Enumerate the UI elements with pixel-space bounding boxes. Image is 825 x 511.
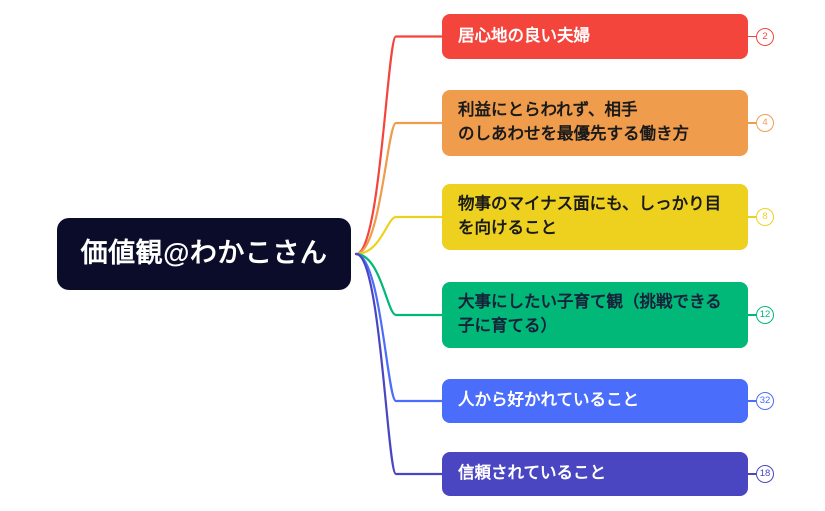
- branch-badge-6[interactable]: 18: [756, 465, 774, 483]
- branch-badge-4[interactable]: 12: [756, 306, 774, 324]
- branch-node-label: 人から好かれていること: [458, 391, 640, 410]
- root-node-label: 価値観@わかこさん: [80, 238, 328, 269]
- branch-badge-2[interactable]: 4: [756, 114, 774, 132]
- badge-stub: [748, 400, 756, 402]
- branch-badge-count: 2: [762, 30, 768, 42]
- badge-stub: [748, 122, 756, 124]
- branch-badge-count: 8: [762, 211, 768, 223]
- branch-badge-count: 12: [759, 309, 771, 321]
- branch-node-5[interactable]: 人から好かれていること: [442, 379, 748, 423]
- branch-badge-1[interactable]: 2: [756, 27, 774, 46]
- branch-node-6[interactable]: 信頼されていること: [442, 452, 748, 496]
- branch-connector: [354, 252, 444, 476]
- badge-stub: [748, 473, 756, 475]
- root-node[interactable]: 価値観@わかこさん: [57, 218, 351, 290]
- branch-badge-count: 32: [759, 395, 771, 407]
- branch-connector: [354, 252, 444, 403]
- branch-node-label: 利益にとらわれず、相手 のしあわせを最優先する働き方: [458, 101, 689, 143]
- branch-node-4[interactable]: 大事にしたい子育て観（挑戦できる 子に育てる）: [442, 282, 748, 348]
- branch-badge-5[interactable]: 32: [756, 392, 774, 410]
- branch-node-3[interactable]: 物事のマイナス面にも、しっかり目 を向けること: [442, 184, 748, 250]
- branch-node-1[interactable]: 居心地の良い夫婦: [442, 14, 748, 59]
- badge-stub: [748, 314, 756, 316]
- branch-badge-count: 4: [762, 117, 768, 129]
- branch-node-label: 居心地の良い夫婦: [458, 26, 590, 45]
- branch-badge-3[interactable]: 8: [756, 208, 774, 226]
- branch-connector: [354, 252, 444, 317]
- badge-stub: [748, 216, 756, 218]
- badge-stub: [748, 35, 756, 38]
- branch-connector: [354, 35, 444, 256]
- branch-badge-count: 18: [759, 468, 771, 480]
- branch-connector: [354, 215, 444, 256]
- branch-node-2[interactable]: 利益にとらわれず、相手 のしあわせを最優先する働き方: [442, 90, 748, 156]
- branch-node-label: 大事にしたい子育て観（挑戦できる 子に育てる）: [458, 293, 722, 335]
- branch-connector: [354, 121, 444, 256]
- branch-node-label: 信頼されていること: [458, 464, 607, 483]
- branch-node-label: 物事のマイナス面にも、しっかり目 を向けること: [458, 195, 722, 237]
